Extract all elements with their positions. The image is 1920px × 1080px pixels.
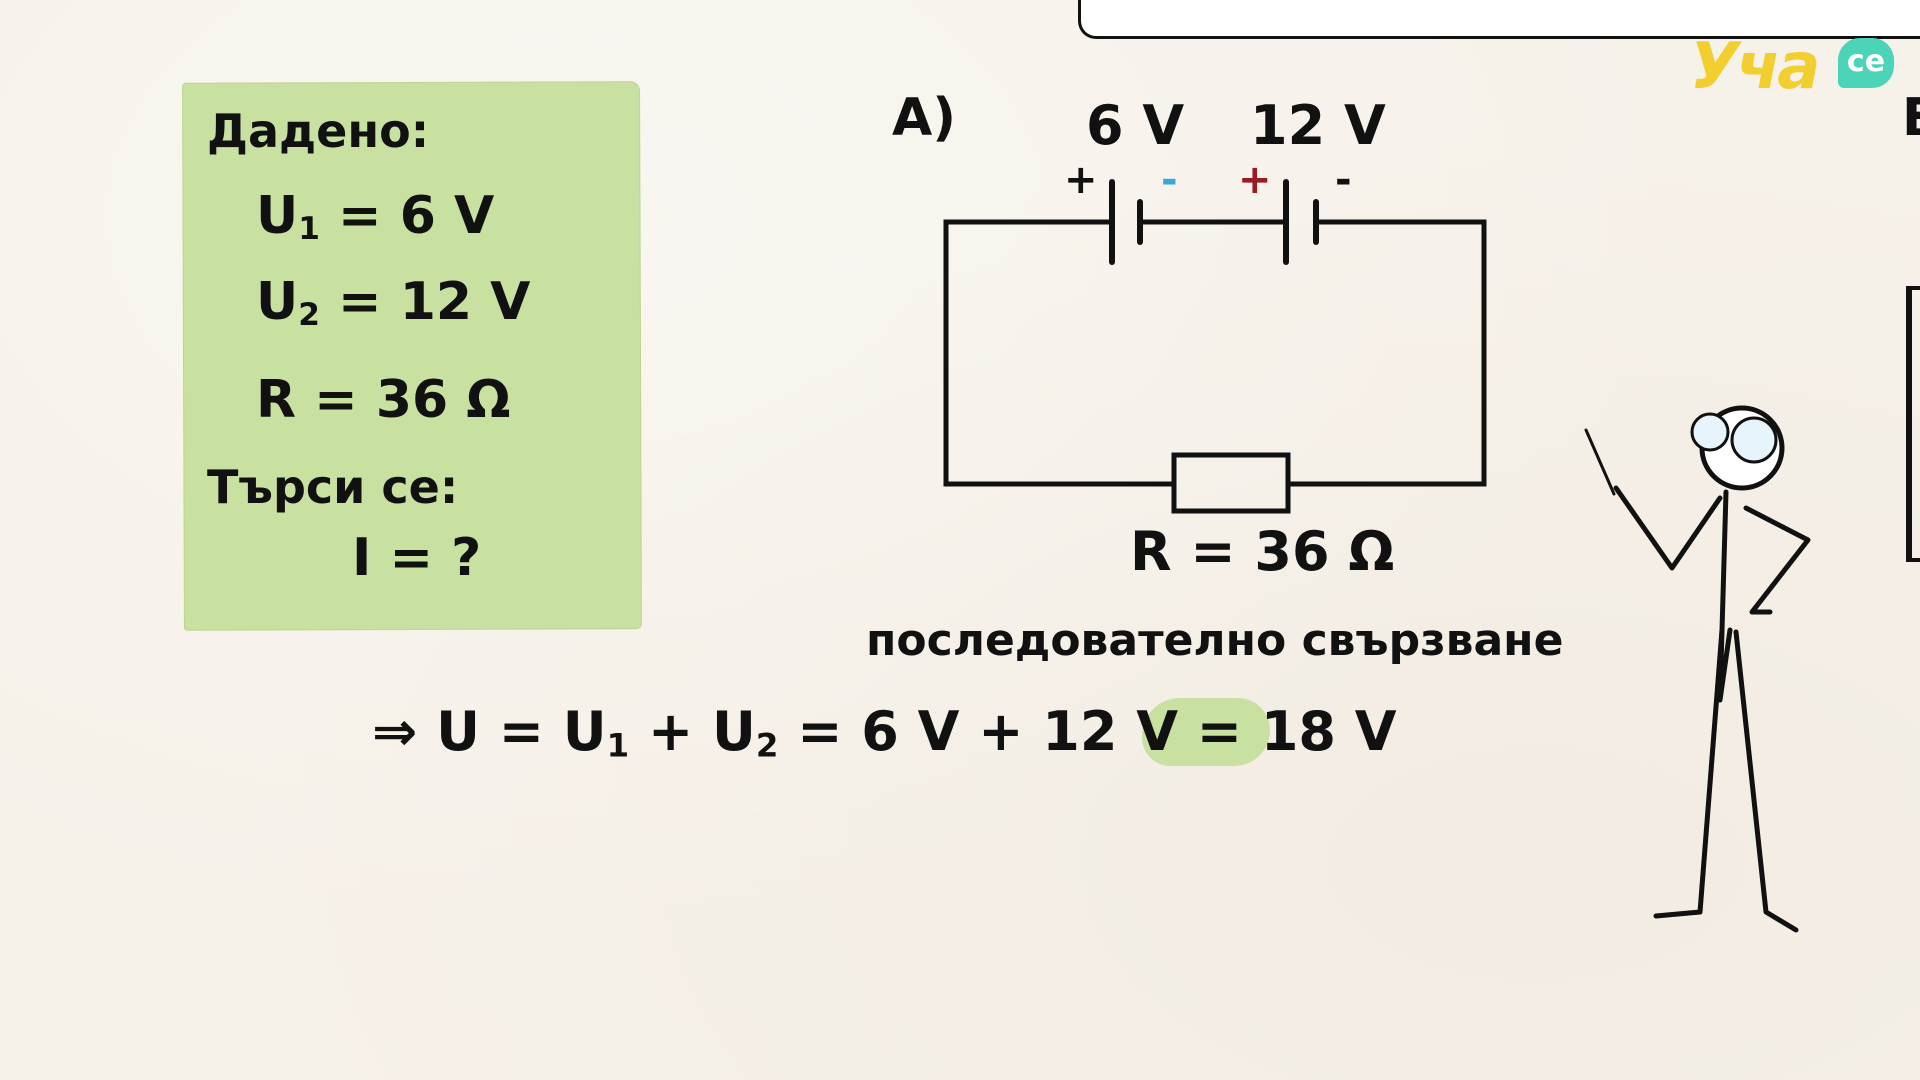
battery1-minus-sign: - [1161,157,1178,203]
given-heading: Дадено: [207,104,430,158]
teacher-glasses-left [1690,412,1730,452]
battery2-plus-sign: + [1238,157,1272,203]
teacher-pointer [1584,428,1616,496]
teacher-leg-right [1733,629,1799,933]
teacher-arm-left [1613,485,1723,571]
resistor-label: R = 36 Ω [1130,520,1395,583]
resistor [1171,452,1291,514]
circuit-label-a: A) [892,88,957,148]
teacher-arm-right [1743,505,1811,615]
teacher-body [1717,489,1733,703]
logo-text: Уча [1690,30,1820,104]
find-heading: Търси се: [207,460,459,514]
uchase-logo: Уча се [1690,30,1894,110]
next-circuit-label: Б [1902,88,1920,148]
total-voltage-formula: ⇒ U = U1 + U2 = 6 V + 12 V = 18 V [372,700,1397,765]
next-circuit-partial [1906,286,1920,562]
teacher-glasses-right [1730,416,1778,464]
teacher-figure [1584,405,1811,933]
top-card [1078,0,1920,39]
circuit-diagram [943,179,1487,514]
battery1-plus-sign: + [1064,157,1098,203]
formula-result: 18 V [1260,700,1397,763]
implies-arrow: ⇒ [372,700,418,763]
logo-badge: се [1838,38,1894,88]
find-current: I = ? [352,528,482,588]
result-highlight [1142,698,1270,766]
series-connection-text: последователно свързване [866,615,1564,666]
given-r: R = 36 Ω [256,370,511,430]
battery1-voltage: 6 V [1086,94,1185,157]
circuit-wire-left [943,219,1177,487]
given-u1: U1 = 6 V [256,186,495,248]
circuit-wire-right [1285,219,1487,487]
battery2-voltage: 12 V [1250,94,1386,157]
teacher-leg-left [1653,627,1725,919]
battery2-minus-sign: - [1335,157,1352,203]
given-u2: U2 = 12 V [256,272,531,334]
